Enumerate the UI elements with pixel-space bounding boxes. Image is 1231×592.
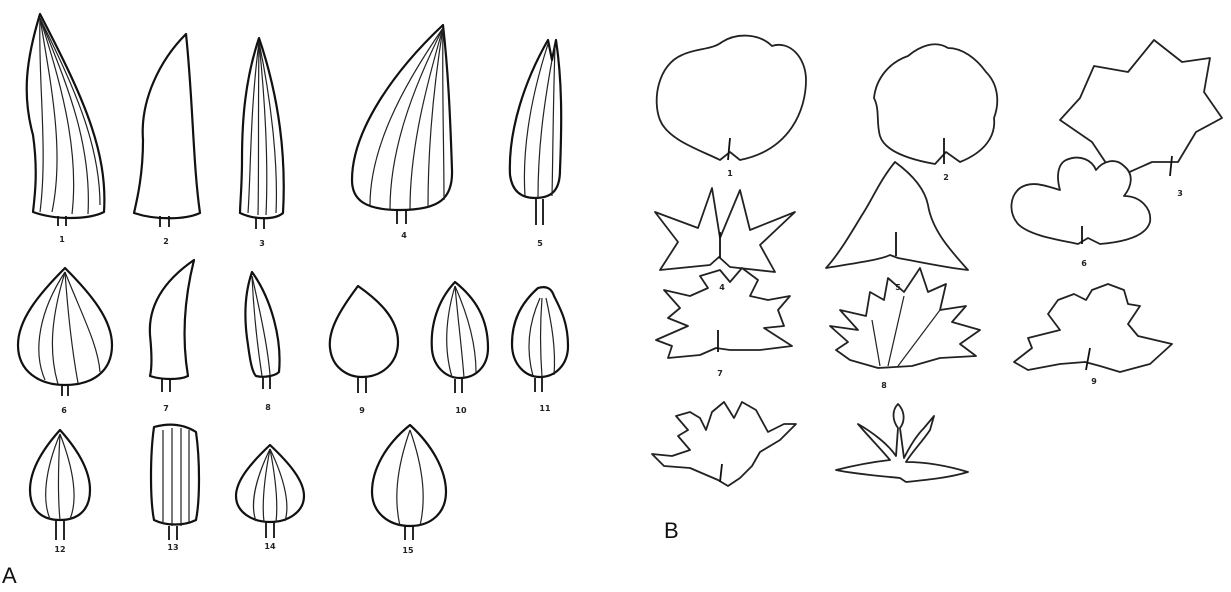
leaf-number: 7 — [717, 369, 723, 378]
leaf-shape-3 — [1060, 40, 1222, 178]
fruit-number: 13 — [167, 543, 178, 552]
leaf-number: 1 — [727, 169, 733, 178]
panel-label-a: A — [2, 565, 17, 587]
leaf-number: 2 — [943, 173, 949, 182]
leaf-number: 3 — [1177, 189, 1183, 198]
fruit-number: 12 — [54, 545, 65, 554]
fruit-shape-6 — [18, 268, 112, 396]
leaf-shape-11 — [836, 404, 968, 482]
leaf-shape-9 — [1014, 284, 1172, 372]
leaf-shape-7 — [656, 268, 792, 358]
fruit-shape-7 — [150, 260, 194, 392]
fruit-number: 5 — [537, 239, 543, 248]
fruit-number: 10 — [455, 406, 467, 415]
leaf-number: 8 — [881, 381, 887, 390]
fruit-number: 7 — [163, 404, 169, 413]
fruit-shape-1 — [27, 14, 105, 226]
fruit-number: 11 — [539, 404, 551, 413]
fruit-number: 9 — [359, 406, 365, 415]
fruit-number: 8 — [265, 403, 271, 412]
fruit-number: 6 — [61, 406, 67, 415]
leaf-shape-1 — [657, 36, 806, 160]
fruit-shape-12 — [30, 430, 90, 540]
fruit-shape-9 — [330, 286, 398, 393]
leaf-number: 5 — [895, 283, 901, 292]
fruit-shape-11 — [512, 287, 568, 392]
fruit-number: 14 — [264, 542, 276, 551]
panel-a: 1 2 3 4 5 6 7 8 9 10 11 12 13 14 15 — [18, 14, 568, 555]
leaf-shape-4 — [655, 188, 795, 272]
panel-label-b: B — [664, 520, 679, 542]
fruit-shape-13 — [151, 425, 199, 540]
fruit-shape-10 — [432, 282, 488, 393]
leaf-shape-2 — [874, 44, 997, 164]
panel-b: 1 2 3 4 5 6 7 8 9 — [652, 36, 1222, 486]
fruit-number: 4 — [401, 231, 407, 240]
fruit-shape-3 — [240, 38, 284, 229]
fruit-number: 3 — [259, 239, 265, 248]
leaf-shape-8 — [830, 268, 980, 368]
fruit-shape-2 — [134, 34, 200, 227]
fruit-shape-15 — [372, 425, 446, 540]
fruit-number: 1 — [59, 235, 65, 244]
fruit-shape-8 — [245, 272, 279, 389]
fruit-shape-5 — [510, 40, 561, 225]
fruit-number: 2 — [163, 237, 169, 246]
leaf-number: 9 — [1091, 377, 1097, 386]
leaf-number: 4 — [719, 283, 725, 292]
leaf-number: 6 — [1081, 259, 1087, 268]
fruit-shape-14 — [236, 445, 304, 538]
leaf-shape-10 — [652, 402, 796, 486]
fruit-number: 15 — [402, 546, 414, 555]
fruit-shape-4 — [352, 25, 452, 224]
